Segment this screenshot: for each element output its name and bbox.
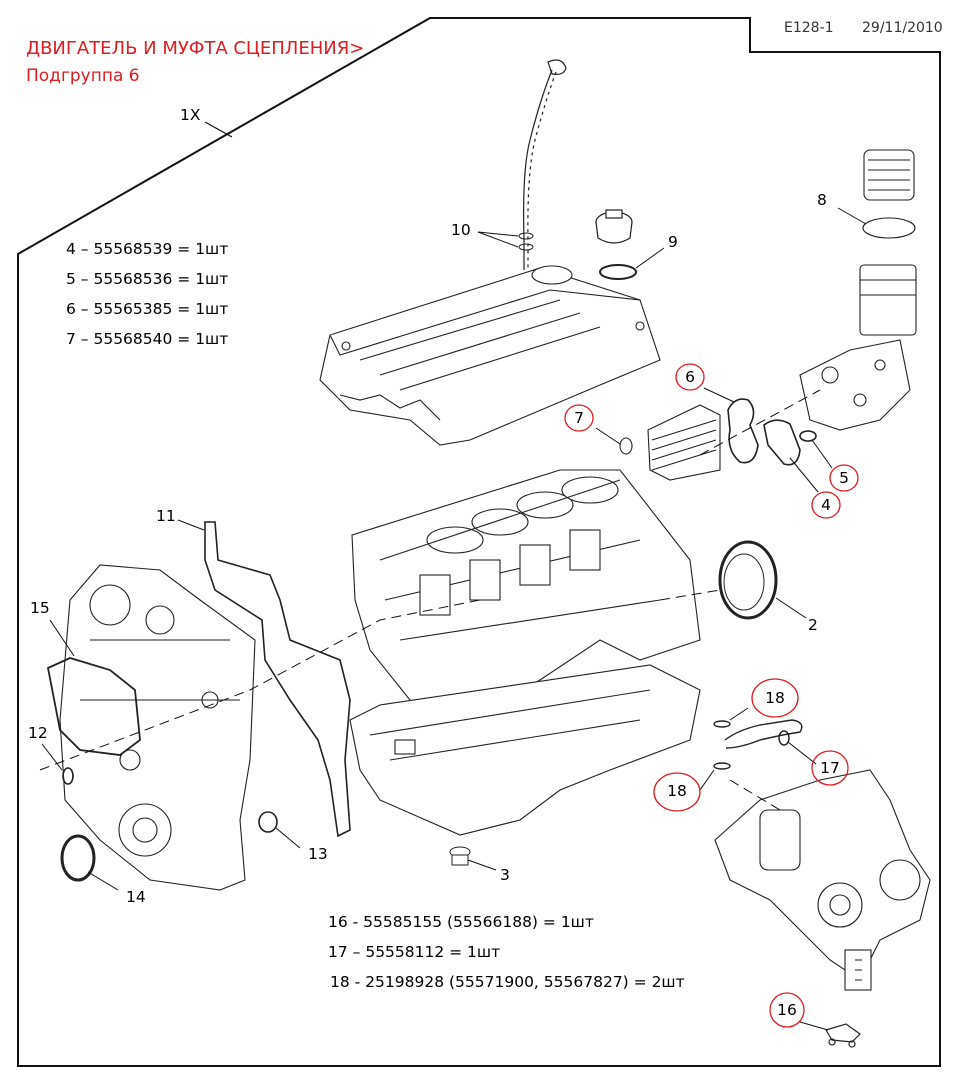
drawing-date: 29/11/2010	[862, 20, 943, 36]
assembly-leader	[204, 121, 233, 138]
callout-18-lower: 18	[667, 782, 687, 800]
dipstick	[523, 59, 567, 270]
o-ring-10a	[518, 232, 534, 240]
part-line: 16 - 55585155 (55566188) = 1шт	[328, 913, 594, 931]
part-line: 18 - 25198928 (55571900, 55567827) = 2шт	[330, 973, 685, 991]
page-frame	[17, 17, 941, 1067]
part-line: 7 – 55568540 = 1шт	[66, 330, 229, 348]
cooler-gaskets	[727, 398, 817, 466]
bracket-16	[825, 1023, 861, 1048]
callout-10: 10	[451, 221, 471, 239]
oil-filler-cap	[595, 209, 633, 244]
callout-4: 4	[821, 496, 831, 514]
callout-12: 12	[28, 724, 48, 742]
rear-main-seal	[718, 540, 778, 620]
oil-filter-housing	[799, 149, 917, 431]
timing-cover	[59, 564, 256, 891]
drain-plug	[449, 846, 471, 866]
seal-13	[258, 811, 278, 833]
callout-16: 16	[777, 1001, 797, 1019]
callout-5: 5	[839, 469, 849, 487]
page-subtitle: Подгруппа 6	[26, 66, 140, 86]
water-pump-gasket	[46, 657, 141, 756]
callout-7: 7	[574, 409, 584, 427]
drawing-code: E128-1	[784, 20, 834, 36]
callout-18-upper: 18	[765, 689, 785, 707]
valve-cover	[319, 265, 661, 446]
cap-seal-9	[599, 264, 637, 280]
seal-12	[62, 767, 74, 785]
part-line: 4 – 55568539 = 1шт	[66, 240, 229, 258]
callout-14: 14	[126, 888, 146, 906]
oil-feed-pipe	[713, 719, 803, 770]
callout-13: 13	[308, 845, 328, 863]
oil-cooler	[619, 404, 721, 481]
highlight-circles	[564, 363, 859, 1028]
timing-gasket	[204, 521, 351, 838]
oil-pan	[349, 664, 701, 836]
front-seal-14	[60, 834, 96, 882]
page-title: ДВИГАТЕЛЬ И МУФТА СЦЕПЛЕНИЯ>	[26, 38, 365, 59]
turbocharger	[714, 769, 931, 991]
o-ring-10b	[518, 243, 534, 251]
part-line: 17 – 55558112 = 1шт	[328, 943, 501, 961]
callout-15: 15	[30, 599, 50, 617]
callout-3: 3	[500, 866, 510, 884]
part-line: 5 – 55568536 = 1шт	[66, 270, 229, 288]
engine-block	[351, 469, 701, 721]
part-line: 6 – 55565385 = 1шт	[66, 300, 229, 318]
callout-9: 9	[668, 233, 678, 251]
callout-8: 8	[817, 191, 827, 209]
callout-11: 11	[156, 507, 176, 525]
callout-6: 6	[685, 368, 695, 386]
assembly-label: 1X	[180, 106, 201, 124]
callout-2: 2	[808, 616, 818, 634]
callout-17: 17	[820, 759, 840, 777]
